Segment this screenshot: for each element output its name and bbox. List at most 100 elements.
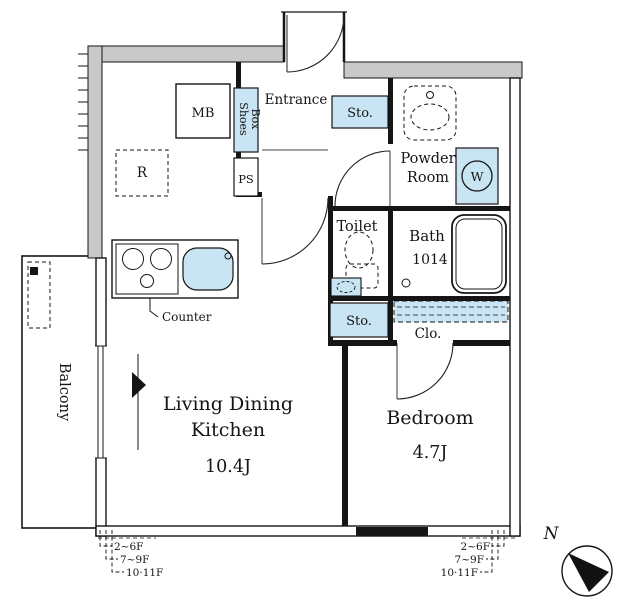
bath-drain	[401, 278, 411, 288]
interior-doors	[261, 149, 454, 400]
bedroom-window	[356, 527, 428, 536]
floor-leader	[105, 530, 118, 560]
floor-leader	[492, 530, 505, 547]
label-floors-left-3: 10·11F	[126, 567, 163, 579]
label-shoes-box-line2: Box	[249, 109, 262, 131]
label-powder-line1: Powder	[400, 151, 455, 167]
label-entrance: Entrance	[265, 92, 328, 108]
wall-powder-bottom	[328, 206, 510, 211]
label-sto-lower: Sto.	[346, 314, 372, 329]
washbasin-bowl	[410, 103, 450, 131]
compass-needle	[568, 553, 609, 592]
label-toilet: Toilet	[337, 219, 378, 235]
closet-shelf-band	[393, 300, 509, 323]
floor-annotations-left: 2~6F 7~9F 10·11F	[98, 530, 163, 579]
balcony-hatch	[27, 261, 51, 329]
storage-upper-box	[331, 95, 389, 129]
washing-machine-drum	[461, 160, 493, 192]
label-floors-left-2: 7~9F	[120, 554, 149, 566]
label-bath: Bath	[409, 227, 445, 245]
wall-core-right-upper	[388, 78, 393, 144]
wall-bottom	[95, 525, 521, 537]
label-shoes-box-line1: Shoes	[237, 102, 250, 136]
wall-right	[509, 77, 521, 537]
neighbor-hatch-ticks	[78, 53, 88, 151]
powder-door-swing	[334, 150, 391, 207]
toilet-fixtures	[330, 231, 379, 297]
balcony-window-gap	[95, 346, 107, 458]
ldk-door-swing	[261, 197, 329, 265]
counter-leader-line	[149, 298, 159, 318]
pipe-space-box	[233, 157, 259, 197]
toilet-bowl	[344, 231, 374, 269]
label-balcony: Balcony	[56, 363, 72, 422]
label-floors-right-1: 2~6F	[461, 541, 490, 553]
stove-burner	[150, 248, 172, 270]
label-north: N	[543, 524, 560, 544]
bath-fixtures	[401, 214, 507, 294]
stove-burner	[122, 248, 144, 270]
kitchen-sink	[182, 247, 234, 291]
washbasin-counter	[403, 85, 457, 141]
sink-faucet	[224, 252, 232, 260]
toilet-tank	[345, 263, 379, 289]
wall-core-right-lower	[388, 206, 393, 344]
label-washer: W	[471, 169, 484, 184]
label-bedroom: Bedroom	[386, 407, 473, 429]
balcony-drain	[30, 267, 38, 275]
storage-lower-box	[329, 302, 389, 338]
room-labels: MB Entrance Shoes Box PS Sto. Powder Roo…	[137, 92, 484, 477]
wall-core-left	[328, 196, 333, 344]
stove-burner	[140, 274, 154, 288]
wall-gray-top-left	[87, 45, 285, 63]
compass: N	[543, 524, 613, 597]
floor-leader	[99, 530, 112, 547]
label-fridge: R	[137, 165, 148, 181]
balcony: Balcony	[21, 255, 99, 529]
stove	[115, 243, 179, 295]
windows	[95, 345, 428, 536]
compass-circle	[561, 545, 613, 597]
door-direction-marker	[132, 372, 146, 398]
wall-closet-right	[453, 340, 510, 346]
floor-leader	[486, 530, 499, 560]
bedroom-door-swing	[396, 342, 454, 400]
washing-machine	[455, 147, 499, 205]
label-ldk-line1: Living Dining	[163, 393, 293, 415]
storage-boxes	[175, 83, 509, 338]
label-mb: MB	[192, 106, 215, 121]
wall-closet-left	[328, 340, 397, 346]
label-ldk-size: 10.4J	[205, 457, 251, 477]
toilet-hand-basin-bowl	[336, 281, 356, 293]
bathtub-outer	[451, 214, 507, 294]
label-powder-line2: Room	[407, 170, 449, 186]
toilet-hand-basin	[330, 277, 362, 297]
label-closet: Clo.	[415, 326, 442, 342]
front-door-swing	[286, 14, 345, 73]
label-bath-size: 1014	[412, 252, 448, 268]
label-bedroom-size: 4.7J	[413, 443, 448, 463]
floor-annotations-right: 2~6F 7~9F 10·11F	[441, 530, 518, 579]
shoes-box	[233, 87, 259, 153]
meter-box	[175, 83, 231, 139]
label-floors-right-2: 7~9F	[455, 554, 484, 566]
floor-leader	[111, 530, 124, 573]
label-floors-right-3: 10·11F	[441, 567, 478, 579]
bathtub-inner	[455, 218, 503, 290]
wall-bath-bottom	[328, 296, 510, 301]
balcony-window-frame	[95, 345, 107, 459]
wall-ldk-bedroom	[342, 340, 348, 526]
washbasin-faucet	[426, 91, 434, 99]
label-ps: PS	[238, 172, 254, 186]
kitchen	[111, 149, 239, 318]
powder-room-fixtures	[403, 85, 499, 205]
label-floors-left-1: 2~6F	[114, 541, 143, 553]
label-sto-upper: Sto.	[347, 106, 373, 121]
wall-gray-left	[87, 45, 103, 259]
wall-gray-top-right	[343, 61, 523, 79]
entrance-alcove	[281, 11, 347, 73]
balcony-outline	[21, 255, 99, 529]
floor-leader	[480, 530, 493, 573]
